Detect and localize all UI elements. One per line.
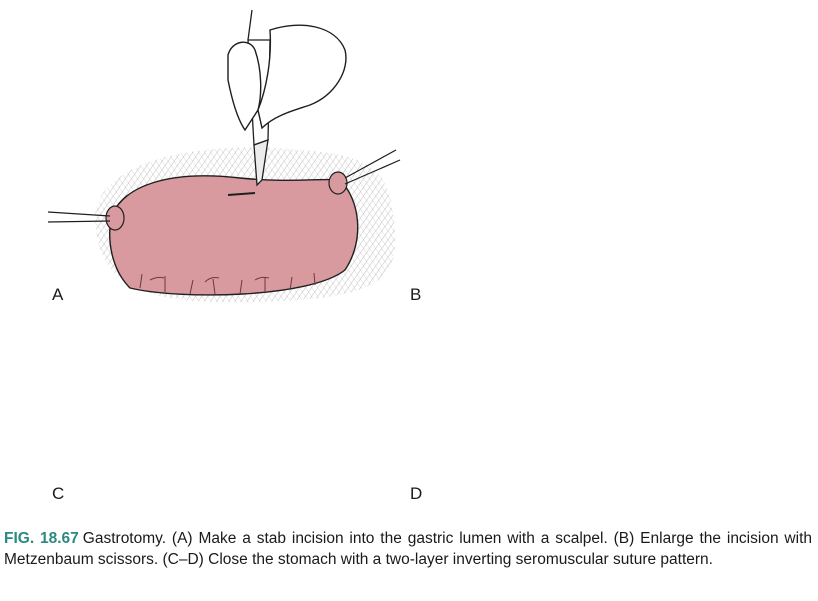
stay-suture-icon <box>47 149 401 223</box>
figure-illustration <box>47 9 401 303</box>
figure-number: FIG. 18.67 <box>4 530 79 547</box>
panel-label-c: C <box>52 484 65 503</box>
stomach <box>109 175 359 296</box>
panel-a-illustration <box>47 9 401 303</box>
panel-label-a: A <box>52 285 64 304</box>
hand-icon <box>227 24 347 132</box>
caption-text: Gastrotomy. (A) Make a stab incision int… <box>4 530 812 568</box>
panel-label-b: B <box>410 285 422 304</box>
panel-label-d: D <box>410 484 423 503</box>
